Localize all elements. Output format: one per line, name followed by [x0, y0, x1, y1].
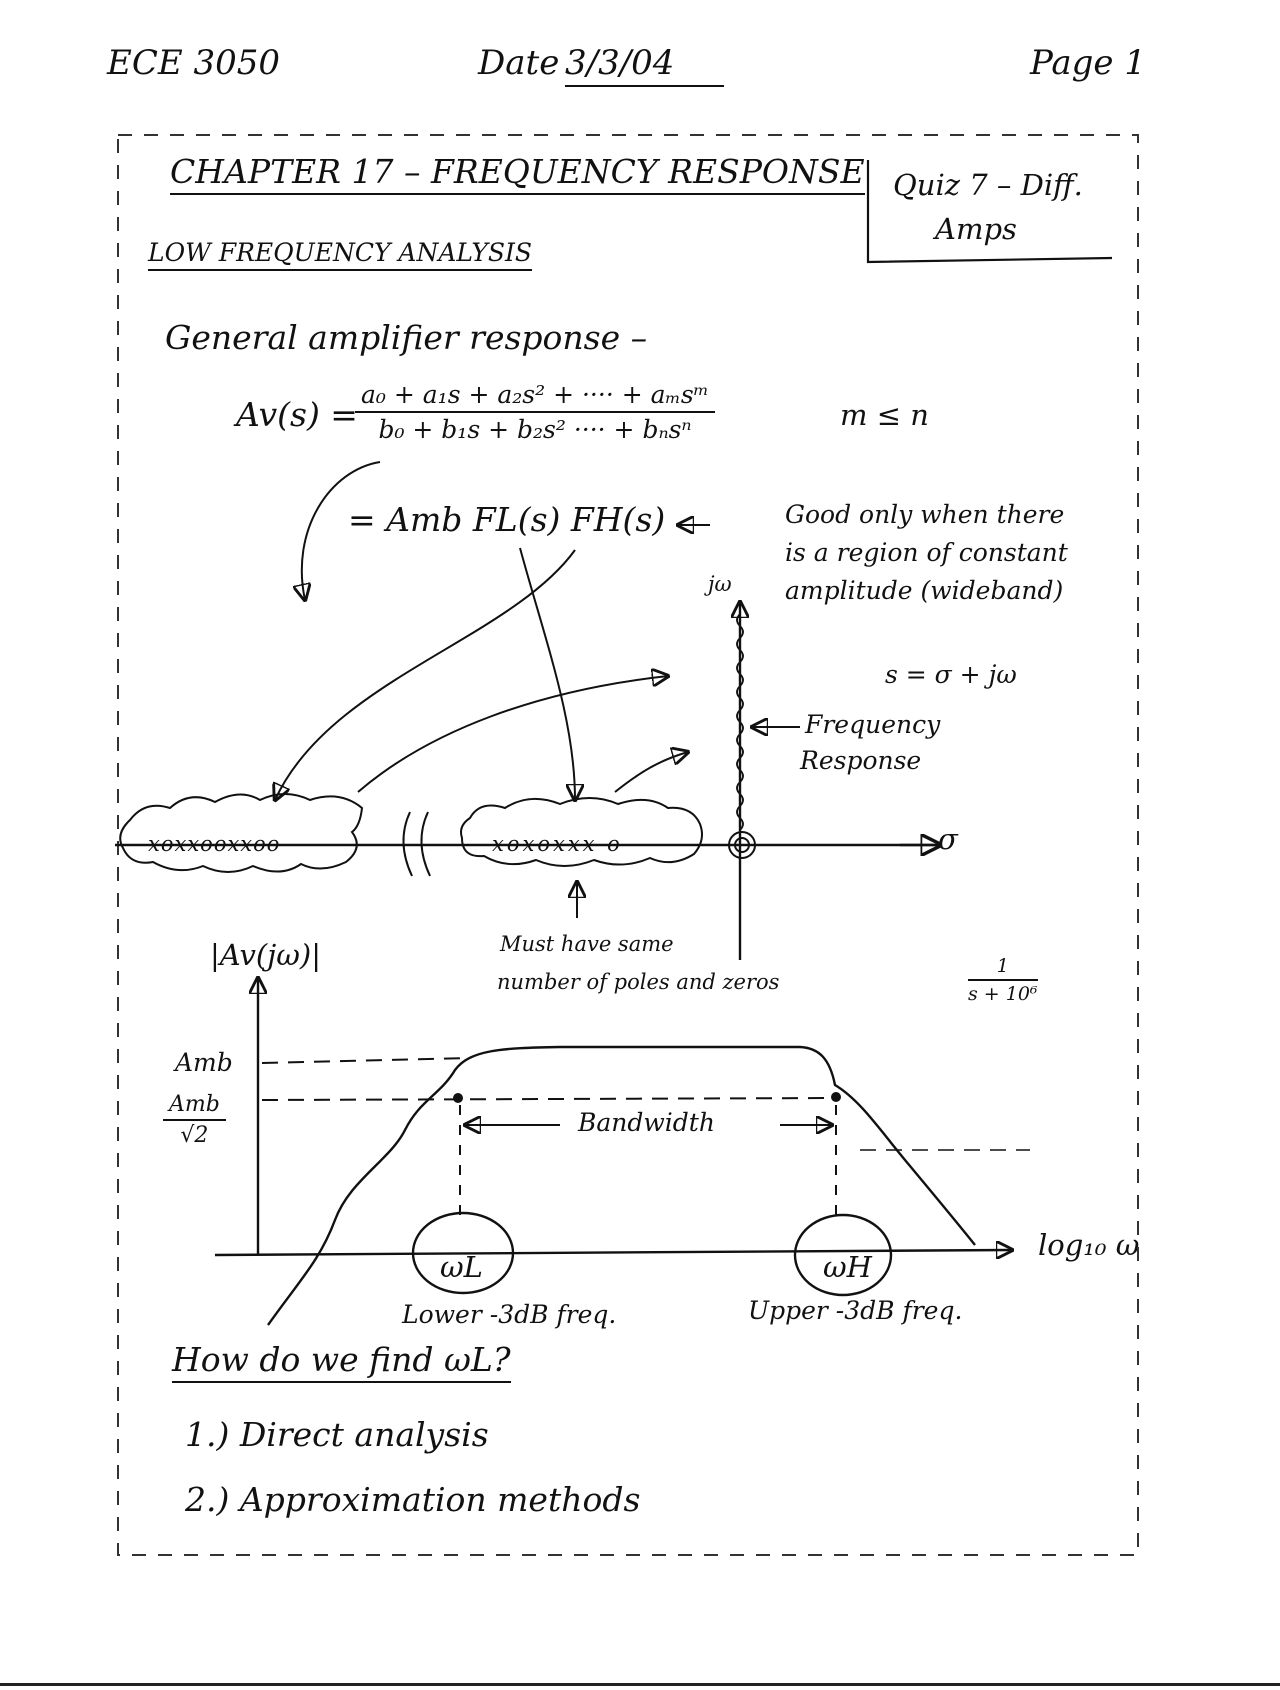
- amb-root2-denominator: √2: [180, 1123, 209, 1148]
- amb-root2-numerator: Amb: [163, 1092, 226, 1121]
- jw-axis-label: jω: [708, 572, 732, 596]
- origin-circle-inner: [734, 837, 750, 853]
- arrow-to-mid-cluster: [519, 547, 575, 800]
- how-find-omega-l: How do we find ωL?: [172, 1340, 511, 1383]
- lower-3db-point: [453, 1093, 463, 1103]
- bode-y-axis-label: |Av(jω)|: [210, 938, 321, 972]
- transfer-function-fraction: a₀ + a₁s + a₂s² + ···· + aₘsᵐ b₀ + b₁s +…: [355, 380, 716, 444]
- course-code: ECE 3050: [107, 43, 280, 83]
- arrow-mid-to-axis: [614, 752, 688, 793]
- bode-x-axis: [214, 1248, 1011, 1257]
- quiz-box-frame: [866, 160, 1113, 264]
- good-only-line3: amplitude (wideband): [785, 576, 1064, 605]
- numerator: a₀ + a₁s + a₂s² + ···· + aₘsᵐ: [355, 380, 716, 413]
- bode-x-axis-label: log₁₀ ω: [1038, 1228, 1140, 1262]
- general-response-heading: General amplifier response –: [165, 318, 648, 357]
- omega-l-circle: [411, 1211, 515, 1295]
- side-fraction: 1 s + 10⁶: [968, 955, 1038, 1005]
- omega-l-label: ωL: [440, 1250, 483, 1284]
- amb-level-label: Amb: [175, 1048, 233, 1077]
- method-item-2: 2.) Approximation methods: [185, 1480, 641, 1519]
- frequency-response-line2: Response: [800, 746, 922, 775]
- sigma-axis-label: σ: [938, 822, 958, 856]
- good-only-line2: is a region of constant: [785, 538, 1068, 567]
- frequency-response-wavy-line: [736, 613, 744, 831]
- omega-h-label: ωH: [823, 1250, 872, 1284]
- omega-h-circle: [793, 1213, 893, 1297]
- axis-break-marks: [402, 811, 431, 877]
- s-definition: s = σ + jω: [885, 660, 1017, 689]
- amb-expression: = Amb FL(s) FH(s): [348, 500, 666, 539]
- bode-response-curve: [267, 1045, 976, 1326]
- side-fraction-denominator: s + 10⁶: [968, 983, 1038, 1005]
- page-number: Page 1: [1030, 43, 1146, 83]
- lower-3db-label: Lower -3dB freq.: [402, 1300, 617, 1329]
- date-value: 3/3/04: [565, 43, 725, 87]
- chapter-title: CHAPTER 17 – FREQUENCY RESPONSE: [170, 152, 865, 195]
- amb-root2-dashed-level: [261, 1097, 841, 1101]
- frequency-response-line1: Frequency: [805, 710, 941, 739]
- arrow-to-left-cluster: [275, 549, 576, 800]
- denominator: b₀ + b₁s + b₂s² ···· + bₙsⁿ: [378, 415, 692, 444]
- quiz-note-line2: Amps: [935, 212, 1017, 246]
- method-item-1: 1.) Direct analysis: [185, 1415, 489, 1454]
- must-have-line2: number of poles and zeros: [497, 970, 780, 994]
- date-label: Date: [478, 43, 560, 83]
- upper-3db-label: Upper -3dB freq.: [748, 1296, 963, 1325]
- side-fraction-numerator: 1: [968, 955, 1038, 981]
- good-only-line1: Good only when there: [785, 500, 1065, 529]
- bandwidth-label: Bandwidth: [578, 1108, 715, 1137]
- origin-circle-outer: [728, 831, 756, 859]
- av-lhs: Av(s) =: [236, 395, 358, 434]
- amb-dashed-level: [261, 1057, 471, 1064]
- arrow-left-to-axis: [357, 676, 668, 793]
- bottom-scan-edge: [0, 1683, 1280, 1686]
- m-le-n: m ≤ n: [840, 398, 929, 432]
- left-cluster-cloud: [119, 793, 364, 873]
- amb-root2-fraction: Amb √2: [163, 1092, 226, 1148]
- quiz-note-line1: Quiz 7 – Diff.: [893, 168, 1083, 202]
- section-title: LOW FREQUENCY ANALYSIS: [148, 238, 533, 271]
- middle-cluster-cloud: [460, 797, 703, 867]
- arrow-to-general: [302, 461, 381, 600]
- must-have-line1: Must have same: [500, 932, 674, 956]
- upper-3db-point: [831, 1092, 841, 1102]
